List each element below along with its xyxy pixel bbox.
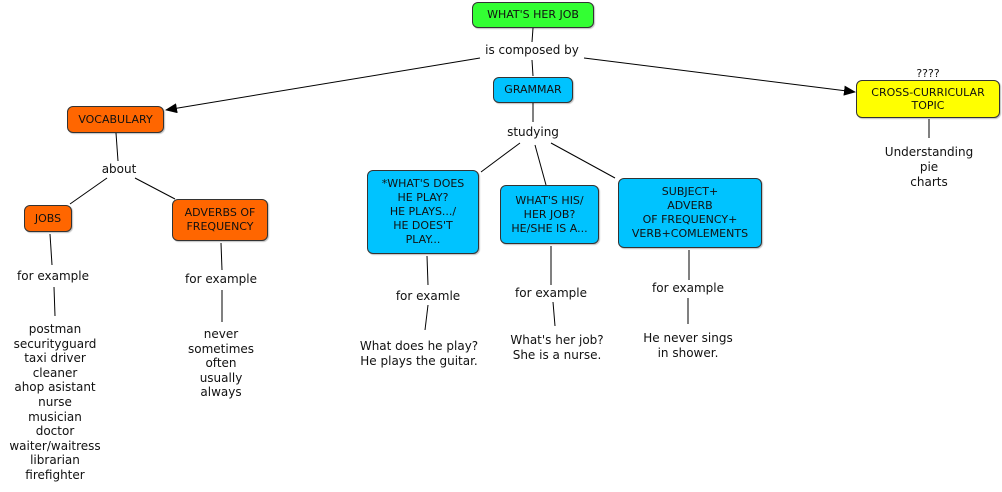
line-example-item1 (424, 304, 429, 331)
grammar-item-2-link-label: for example (515, 286, 587, 301)
line-jobs-example (49, 233, 53, 266)
adverbs-node[interactable]: ADVERBS OF FREQUENCY (172, 199, 268, 241)
arrow-to-vocabulary (165, 57, 481, 114)
jobs-link-label: for example (17, 269, 89, 284)
line-vocab-about (115, 132, 119, 162)
line-item1-example (426, 255, 429, 286)
grammar-item-2-example: What's her job? She is a nurse. (510, 333, 604, 363)
adverbs-link-label: for example (185, 272, 257, 287)
line-studying-item1 (480, 142, 521, 173)
grammar-item-2-node[interactable]: WHAT'S HIS/ HER JOB? HE/SHE IS A... (500, 185, 599, 244)
line-example-jobs-list (53, 286, 56, 317)
grammar-item-1-node[interactable]: *WHAT'S DOES HE PLAY? HE PLAYS.../ HE DO… (367, 170, 479, 254)
grammar-item-3-link-label: for example (652, 281, 724, 296)
vocabulary-node[interactable]: VOCABULARY (67, 106, 164, 133)
grammar-item-3-example: He never sings in shower. (643, 331, 733, 361)
cross-curricular-node[interactable]: CROSS-CURRICULAR TOPIC (856, 80, 1000, 118)
vocabulary-link-label: about (101, 162, 137, 177)
grammar-item-1-link-label: for examle (395, 289, 461, 304)
cross-example: Understanding pie charts (884, 145, 974, 190)
line-studying-item3 (550, 142, 616, 179)
jobs-examples-list: postman securityguard taxi driver cleane… (9, 322, 101, 483)
adverbs-examples-list: never sometimes often usually always (187, 327, 255, 400)
line-link-to-grammar (531, 59, 534, 77)
line-about-jobs (69, 177, 108, 205)
grammar-node[interactable]: GRAMMAR (493, 77, 573, 103)
arrow-to-cross (583, 57, 856, 96)
jobs-node[interactable]: JOBS (24, 205, 72, 232)
grammar-link-label: studying (507, 125, 559, 140)
line-example-item2 (552, 301, 556, 327)
root-node[interactable]: WHAT'S HER JOB (472, 2, 594, 28)
grammar-item-1-example: What does he play? He plays the guitar. (359, 339, 479, 369)
line-adverbs-example (220, 242, 223, 271)
root-link-label: is composed by (485, 43, 579, 58)
line-studying-item2 (534, 144, 547, 186)
line-root-to-link (531, 27, 534, 43)
grammar-item-3-node[interactable]: SUBJECT+ ADVERB OF FREQUENCY+ VERB+COMLE… (618, 178, 762, 248)
line-about-adverbs (134, 177, 176, 200)
cross-annotation: ???? (916, 67, 940, 80)
